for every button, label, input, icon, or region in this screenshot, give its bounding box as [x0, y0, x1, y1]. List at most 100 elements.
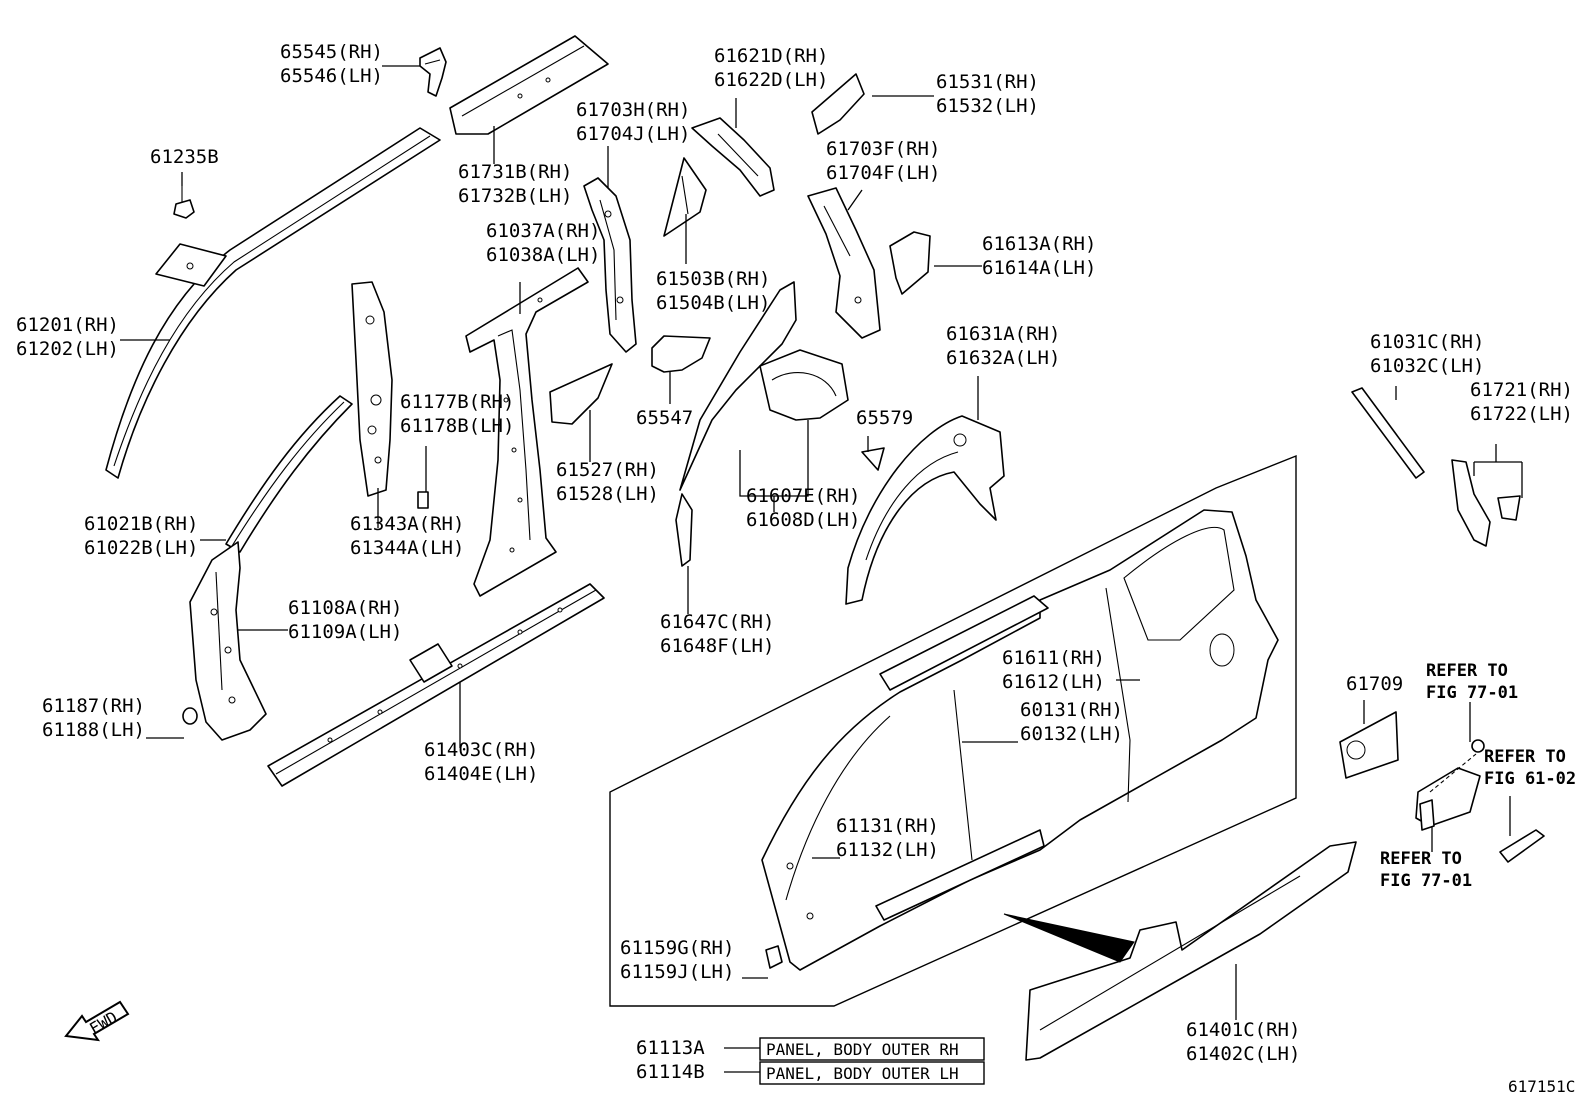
label-61703h-rh: 61703H(RH) — [576, 99, 690, 121]
label-61527-lh: 61528(LH) — [556, 483, 659, 505]
label-61621d-rh: 61621D(RH) — [714, 45, 828, 67]
label-61607e-rh: 61607E(RH) — [746, 485, 860, 507]
label-61613a-rh: 61613A(RH) — [982, 233, 1096, 255]
part-labels: 65545(RH) 65546(LH) 61235B 61731B(RH) 61… — [16, 41, 1576, 1065]
wedge-arrow — [1003, 913, 1135, 963]
label-61731b-rh: 61731B(RH) — [458, 161, 572, 183]
label-61721-lh: 61722(LH) — [1470, 403, 1573, 425]
label-61611-lh: 61612(LH) — [1002, 671, 1105, 693]
part-61709-housing — [1339, 711, 1399, 779]
part-61177b-piece — [417, 491, 429, 509]
refer-fig-61-02-line1[interactable]: REFER TO — [1484, 747, 1566, 767]
label-61131-lh: 61132(LH) — [836, 839, 939, 861]
label-61031c-lh: 61032C(LH) — [1370, 355, 1484, 377]
label-65545-lh: 65546(LH) — [280, 65, 383, 87]
part-61503b-gusset — [663, 157, 707, 237]
label-61621d-lh: 61622D(LH) — [714, 69, 828, 91]
part-61527-panel — [549, 363, 613, 425]
refer-fig-77-01-top-line1[interactable]: REFER TO — [1426, 661, 1508, 681]
part-61703h-pillar — [583, 177, 637, 353]
part-61031c-strip — [1351, 387, 1425, 479]
part-61403c-rocker-inner — [267, 583, 605, 787]
label-60131-lh: 60132(LH) — [1020, 723, 1123, 745]
part-61703f-pillar — [807, 187, 881, 339]
label-61131-rh: 61131(RH) — [836, 815, 939, 837]
label-61403c-rh: 61403C(RH) — [424, 739, 538, 761]
label-61401c-rh: 61401C(RH) — [1186, 1019, 1300, 1041]
label-61201-rh: 61201(RH) — [16, 314, 119, 336]
part-65545-bracket — [419, 47, 447, 97]
label-61527-rh: 61527(RH) — [556, 459, 659, 481]
label-61703f-lh: 61704F(LH) — [826, 162, 940, 184]
part-61613a-bracket — [889, 231, 931, 295]
legend: 61113A PANEL, BODY OUTER RH 61114B PANEL… — [636, 1037, 985, 1085]
label-61159g-rh: 61159G(RH) — [620, 937, 734, 959]
part-61647c-strip — [675, 493, 693, 567]
part-61531-bracket — [811, 73, 865, 135]
label-61401c-lh: 61402C(LH) — [1186, 1043, 1300, 1065]
label-61503b-lh: 61504B(LH) — [656, 292, 770, 314]
label-61021b-rh: 61021B(RH) — [84, 513, 198, 535]
label-61177b-rh: 61177B(RH) — [400, 391, 514, 413]
refer-fig-61-02-line2[interactable]: FIG 61-02 — [1484, 769, 1576, 789]
legend-description-lh: PANEL, BODY OUTER LH — [766, 1064, 959, 1083]
part-61401c-rocker-outer — [1025, 841, 1357, 1061]
part-61108a-pillar-lower — [189, 541, 267, 741]
part-fuel-lid — [1415, 739, 1545, 863]
label-61235b: 61235B — [150, 146, 219, 168]
label-61031c-rh: 61031C(RH) — [1370, 331, 1484, 353]
part-65579-clip — [861, 447, 885, 471]
label-61201-lh: 61202(LH) — [16, 338, 119, 360]
part-61235b-clip — [173, 186, 195, 219]
label-61503b-rh: 61503B(RH) — [656, 268, 770, 290]
part-61201-roof-rail — [105, 127, 441, 479]
part-61021b-pillar — [225, 395, 353, 553]
part-61187-grommet — [182, 707, 198, 725]
label-61631a-lh: 61632A(LH) — [946, 347, 1060, 369]
label-65579: 65579 — [856, 407, 913, 429]
label-61531-rh: 61531(RH) — [936, 71, 1039, 93]
label-61177b-lh: 61178B(LH) — [400, 415, 514, 437]
label-61647c-lh: 61648F(LH) — [660, 635, 774, 657]
label-61108a-lh: 61109A(LH) — [288, 621, 402, 643]
label-61343a-lh: 61344A(LH) — [350, 537, 464, 559]
label-61731b-lh: 61732B(LH) — [458, 185, 572, 207]
fwd-arrow-icon — [64, 1000, 130, 1042]
label-61709: 61709 — [1346, 673, 1403, 695]
label-61631a-rh: 61631A(RH) — [946, 323, 1060, 345]
part-61631a-wheelhouse-outer — [845, 415, 1005, 605]
part-61607e-wheelhouse — [679, 281, 849, 491]
label-65547: 65547 — [636, 407, 693, 429]
body-outer-panel — [609, 454, 1297, 1007]
label-61108a-rh: 61108A(RH) — [288, 597, 402, 619]
part-61159g-bracket — [765, 945, 783, 969]
label-61611-rh: 61611(RH) — [1002, 647, 1105, 669]
label-61159g-lh: 61159J(LH) — [620, 961, 734, 983]
part-61621d-panel — [691, 117, 775, 197]
figure-number: 617151C — [1508, 1077, 1575, 1096]
legend-description-rh: PANEL, BODY OUTER RH — [766, 1040, 959, 1059]
label-61187-lh: 61188(LH) — [42, 719, 145, 741]
refer-fig-77-01-bottom-line2[interactable]: FIG 77-01 — [1380, 871, 1472, 891]
refer-fig-77-01-bottom-line1[interactable]: REFER TO — [1380, 849, 1462, 869]
label-61721-rh: 61721(RH) — [1470, 379, 1573, 401]
label-61703f-rh: 61703F(RH) — [826, 138, 940, 160]
label-65545-rh: 65545(RH) — [280, 41, 383, 63]
part-61037a-center-pillar — [465, 267, 589, 597]
label-61647c-rh: 61647C(RH) — [660, 611, 774, 633]
label-61037a-lh: 61038A(LH) — [486, 244, 600, 266]
label-61343a-rh: 61343A(RH) — [350, 513, 464, 535]
label-61021b-lh: 61022B(LH) — [84, 537, 198, 559]
part-65547-bracket — [651, 335, 711, 373]
legend-code-lh: 61114B — [636, 1061, 705, 1083]
label-60131-rh: 60131(RH) — [1020, 699, 1123, 721]
label-61613a-lh: 61614A(LH) — [982, 257, 1096, 279]
part-61731b-rail — [449, 35, 609, 135]
label-61703h-lh: 61704J(LH) — [576, 123, 690, 145]
label-61037a-rh: 61037A(RH) — [486, 220, 600, 242]
refer-fig-77-01-top-line2[interactable]: FIG 77-01 — [1426, 683, 1518, 703]
legend-code-rh: 61113A — [636, 1037, 705, 1059]
label-61187-rh: 61187(RH) — [42, 695, 145, 717]
label-61403c-lh: 61404E(LH) — [424, 763, 538, 785]
